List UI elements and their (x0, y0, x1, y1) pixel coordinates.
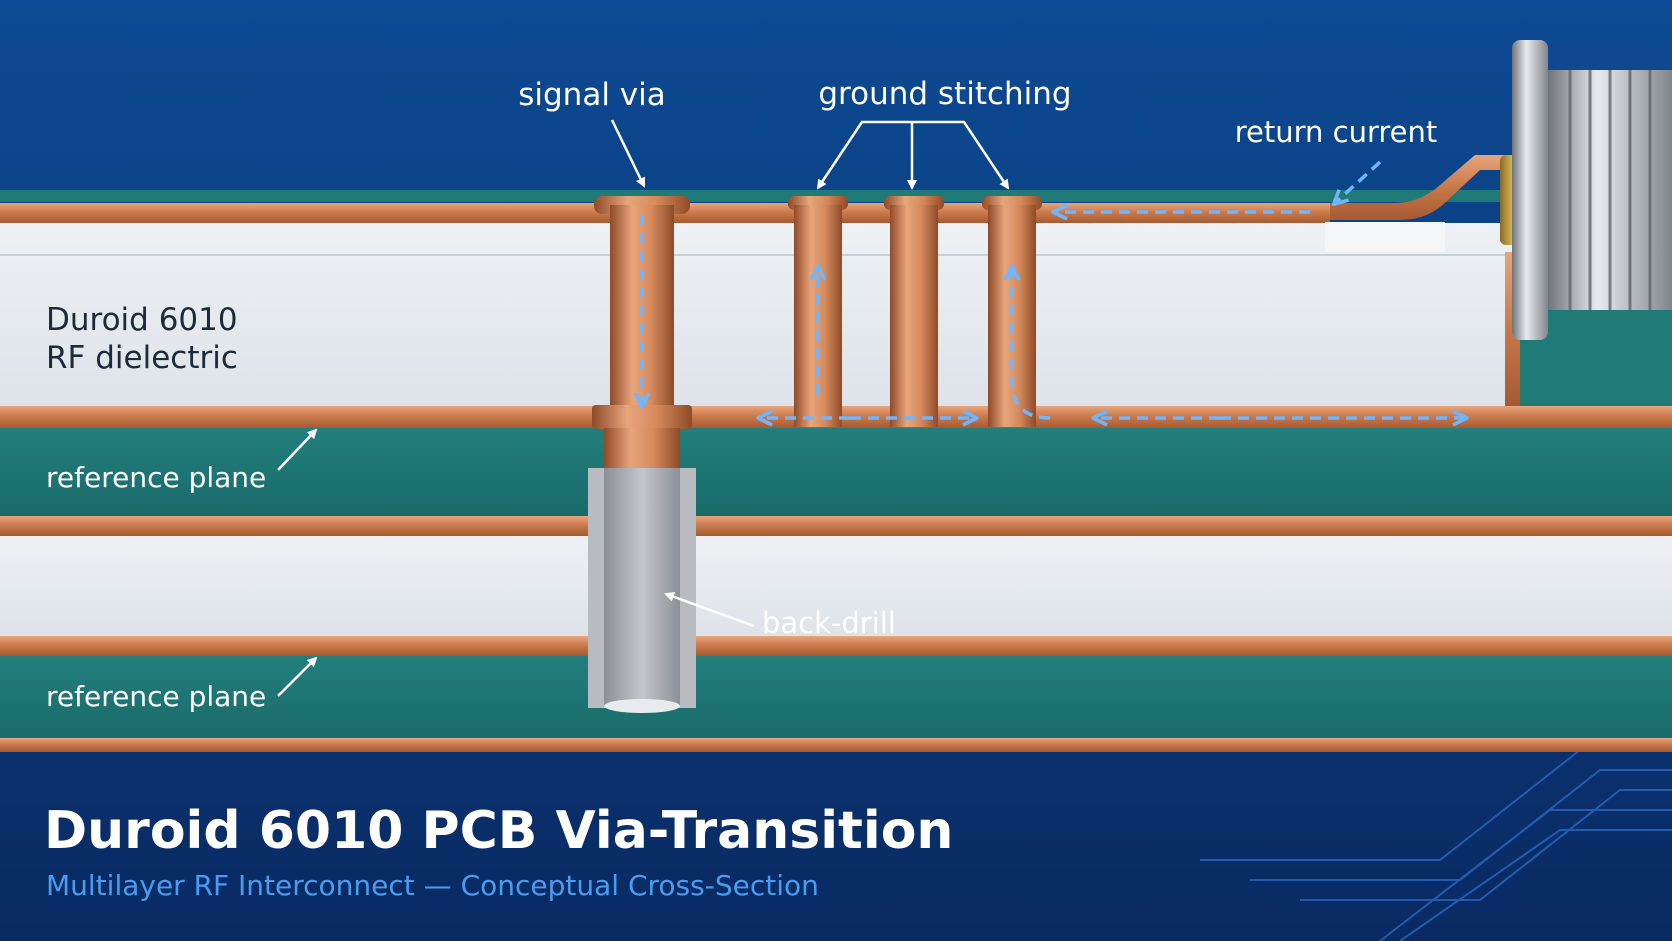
fr4-layer-1 (0, 428, 1672, 516)
dielectric-label-line2: RF dielectric (46, 340, 238, 376)
back-drill-pointer (664, 592, 755, 628)
page-title: Duroid 6010 PCB Via-Transition (44, 801, 953, 861)
signal-via-label: signal via (518, 77, 666, 113)
page-subtitle: Multilayer RF Interconnect — Conceptual … (46, 869, 819, 902)
ground-stitching-pointer-1 (816, 120, 912, 190)
ground-via-3-up-arrow (1003, 264, 1051, 420)
ground-stitching-pointer-3 (912, 120, 1010, 190)
sma-connector-icon (1500, 40, 1672, 340)
bottom-copper-layer (0, 738, 1672, 752)
inner-copper-2 (0, 516, 1672, 536)
ground-stitching-label: ground stitching (818, 76, 1071, 112)
back-drill-label: back-drill (762, 606, 896, 640)
ground-via-2 (884, 196, 944, 427)
ptfe-insulator (1325, 222, 1445, 252)
reference-plane-copper-2 (0, 636, 1672, 656)
duroid-dielectric-upper (0, 223, 1520, 406)
ground-stitching-vias (788, 196, 1042, 427)
reference-plane-lower-pointer (277, 656, 318, 697)
back-drill-hole (588, 468, 696, 713)
pointer-arrows (277, 119, 1010, 697)
duroid-dielectric-lower (0, 536, 1672, 636)
return-current-label: return current (1235, 115, 1438, 149)
dielectric-label-line1: Duroid 6010 (46, 302, 238, 338)
current-flow-arrows (633, 160, 1469, 427)
ground-via-3 (982, 196, 1042, 427)
return-current-arrow (1331, 160, 1382, 207)
reference-plane-upper-label: reference plane (46, 461, 266, 494)
reference-plane-upper-pointer (277, 428, 318, 471)
reference-plane-lower-label: reference plane (46, 680, 266, 713)
fr4-layer-2 (0, 656, 1672, 738)
signal-via-pointer (610, 119, 646, 188)
